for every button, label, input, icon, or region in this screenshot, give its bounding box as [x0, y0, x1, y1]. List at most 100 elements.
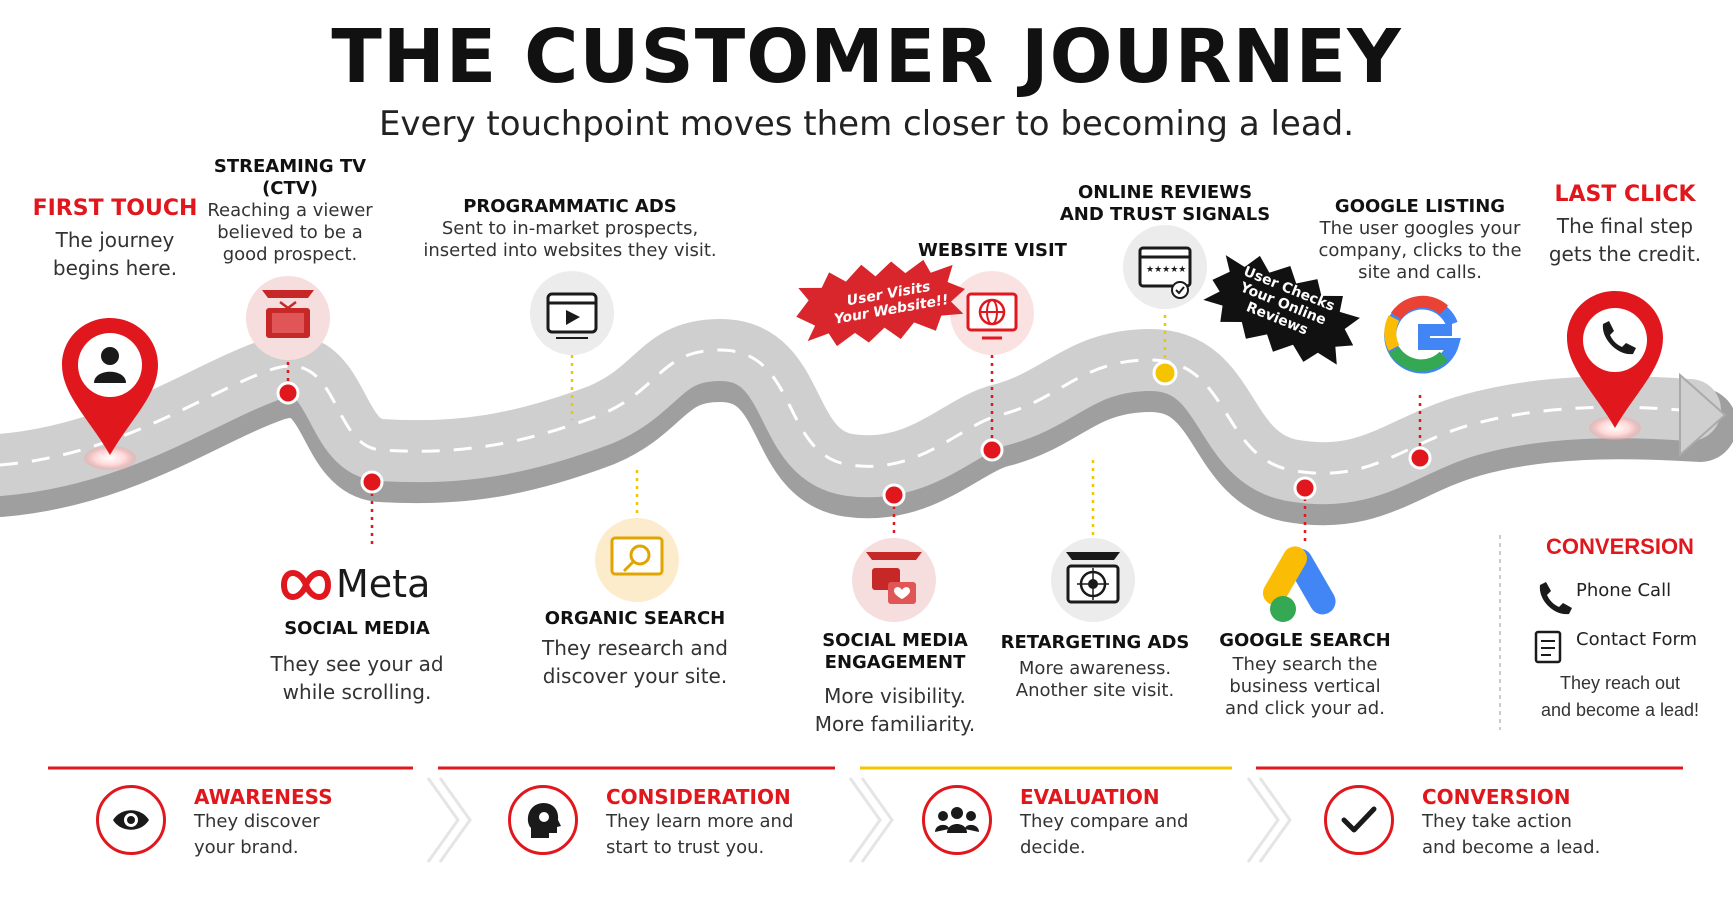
last-click-pin-icon: [1567, 291, 1663, 440]
reviews-burst: [1203, 255, 1360, 365]
programmatic-label: PROGRAMMATIC ADS Sent to in-market prosp…: [410, 196, 730, 262]
ctv-label: STREAMING TV (CTV) Reaching a viewer bel…: [190, 156, 390, 266]
stage-awareness-desc-2: your brand.: [194, 837, 299, 858]
engagement-label: SOCIAL MEDIA ENGAGEMENT More visibility.…: [800, 630, 990, 738]
retargeting-desc-1: More awareness.: [1018, 658, 1172, 679]
stage-awareness: AWARENESS They discover your brand.: [96, 785, 333, 861]
first-touch-label: FIRST TOUCH The journey begins here.: [20, 198, 210, 282]
stage-consideration-desc-2: start to trust you.: [606, 837, 765, 858]
checkmark-icon: [1324, 785, 1394, 855]
head-icon: [508, 785, 578, 855]
first-touch-desc-2: begins here.: [52, 256, 178, 280]
google-ads-icon: [1262, 546, 1336, 622]
google-listing-title: GOOGLE LISTING: [1334, 196, 1506, 217]
stage-consideration-desc-1: They learn more and: [606, 811, 794, 832]
social-media-label: Meta SOCIAL MEDIA They see your ad while…: [262, 562, 452, 706]
stage-conversion: CONVERSION They take action and become a…: [1324, 785, 1600, 861]
globe-monitor-icon: [950, 271, 1034, 355]
road-markers: [276, 360, 1432, 507]
ctv-title-2: (CTV): [262, 178, 318, 199]
reviews-label: ONLINE REVIEWS AND TRUST SIGNALS: [1055, 182, 1275, 226]
programmatic-desc-2: inserted into websites they visit.: [423, 240, 717, 261]
retargeting-desc-2: Another site visit.: [1015, 680, 1175, 701]
first-touch-desc-1: The journey: [55, 228, 175, 252]
google-listing-desc-1: The user googles your: [1319, 218, 1521, 239]
google-listing-desc-2: company, clicks to the: [1318, 240, 1522, 261]
google-listing-desc-3: site and calls.: [1358, 262, 1482, 283]
engagement-title-1: SOCIAL MEDIA: [822, 630, 968, 651]
google-search-desc-1: They search the: [1232, 654, 1378, 675]
conversion-box-title: CONVERSION: [1546, 534, 1694, 559]
organic-search-desc-2: discover your site.: [542, 664, 728, 688]
google-search-desc-2: business vertical: [1229, 676, 1381, 697]
conversion-box-desc-2: and become a lead!: [1540, 700, 1700, 720]
tv-icon: [246, 276, 330, 360]
organic-search-label: ORGANIC SEARCH They research and discove…: [535, 608, 735, 690]
conversion-box: CONVERSION Phone Call Contact Form They …: [1520, 536, 1720, 724]
contact-form-icon: [1534, 630, 1562, 664]
website-visit-title: WEBSITE VISIT: [918, 240, 1067, 261]
social-media-desc-2: while scrolling.: [282, 680, 432, 704]
google-search-label: GOOGLE SEARCH They search the business v…: [1205, 630, 1405, 720]
magnifier-monitor-icon: [595, 518, 679, 602]
retargeting-title: RETARGETING ADS: [1000, 632, 1190, 653]
video-ad-icon: [530, 271, 614, 355]
page-subtitle: Every touchpoint moves them closer to be…: [378, 104, 1355, 144]
conversion-phone-call: Phone Call: [1576, 580, 1672, 601]
last-click-desc-1: The final step: [1556, 214, 1694, 238]
programmatic-title: PROGRAMMATIC ADS: [463, 196, 677, 217]
organic-search-desc-1: They research and: [542, 636, 728, 660]
stage-conversion-desc-2: and become a lead.: [1422, 837, 1601, 858]
road-arrow-head: [1679, 372, 1727, 458]
stage-evaluation-desc-2: decide.: [1020, 837, 1086, 858]
stage-awareness-desc-1: They discover: [194, 811, 320, 832]
organic-search-title: ORGANIC SEARCH: [544, 608, 726, 629]
meta-infinity-icon: [280, 570, 332, 600]
stage-conversion-title: CONVERSION: [1422, 785, 1571, 809]
meta-logo-text: Meta: [336, 562, 431, 606]
road-center-line: [0, 348, 1681, 475]
conversion-contact-form: Contact Form: [1576, 629, 1698, 650]
stage-consideration-title: CONSIDERATION: [606, 785, 791, 809]
google-listing-label: GOOGLE LISTING The user googles your com…: [1300, 196, 1540, 284]
google-search-desc-3: and click your ad.: [1225, 698, 1385, 719]
page-title: THE CUSTOMER JOURNEY: [331, 14, 1402, 100]
first-touch-title: FIRST TOUCH: [32, 196, 198, 221]
last-click-title: LAST CLICK: [1554, 182, 1696, 207]
ctv-desc-1: Reaching a viewer: [207, 200, 373, 221]
last-click-label: LAST CLICK The final step gets the credi…: [1530, 184, 1720, 268]
stage-evaluation-desc-1: They compare and: [1020, 811, 1189, 832]
social-engagement-icon: [852, 538, 936, 622]
social-media-desc-1: They see your ad: [270, 652, 444, 676]
engagement-desc-1: More visibility.: [824, 684, 966, 708]
phone-icon: [1539, 582, 1572, 615]
ctv-desc-3: good prospect.: [222, 244, 358, 265]
eye-icon: [96, 785, 166, 855]
ctv-desc-2: believed to be a: [217, 222, 363, 243]
retargeting-label: RETARGETING ADS More awareness. Another …: [995, 632, 1195, 702]
conversion-box-desc-1: They reach out: [1559, 673, 1681, 693]
group-icon: [922, 785, 992, 855]
programmatic-desc-1: Sent to in-market prospects,: [441, 218, 699, 239]
reviews-title-1: ONLINE REVIEWS: [1077, 182, 1253, 203]
google-search-title: GOOGLE SEARCH: [1219, 630, 1391, 651]
google-g-icon: [1384, 295, 1461, 374]
engagement-title-2: ENGAGEMENT: [824, 652, 966, 673]
stage-consideration: CONSIDERATION They learn more and start …: [508, 785, 793, 861]
stage-evaluation: EVALUATION They compare and decide.: [922, 785, 1188, 861]
engagement-desc-2: More familiarity.: [814, 712, 976, 736]
stage-awareness-title: AWARENESS: [194, 785, 333, 809]
stage-evaluation-title: EVALUATION: [1020, 785, 1160, 809]
stage-conversion-desc-1: They take action: [1422, 811, 1572, 832]
website-visit-burst: [796, 259, 966, 347]
svg-text:★★★★★: ★★★★★: [1146, 265, 1186, 275]
last-click-desc-2: gets the credit.: [1548, 242, 1702, 266]
social-media-title: SOCIAL MEDIA: [284, 618, 430, 639]
review-stars-icon: ★★★★★: [1123, 225, 1207, 309]
ctv-title-1: STREAMING TV: [213, 156, 367, 177]
website-visit-label: WEBSITE VISIT: [900, 240, 1085, 262]
first-touch-pin-icon: [62, 318, 158, 470]
target-monitor-icon: [1051, 538, 1135, 622]
reviews-title-2: AND TRUST SIGNALS: [1059, 204, 1271, 225]
